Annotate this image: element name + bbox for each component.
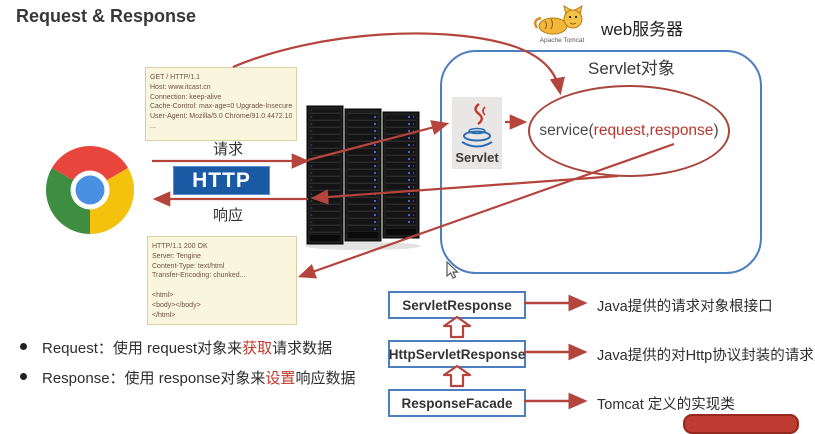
bullet-response-text: Response：使用 response对象来设置响应数据 — [42, 367, 355, 388]
bullet-prefix: Response：使用 response对象来 — [42, 370, 266, 387]
class-desc-httpservletresponse: Java提供的对Http协议封装的请求对象 — [597, 348, 815, 364]
note-line: GET / HTTP/1.1 — [150, 74, 201, 81]
request-label: 请求 — [212, 141, 243, 158]
tomcat-body — [538, 17, 568, 35]
page-title: Request & Response — [16, 6, 197, 26]
bullet-request: Request：使用 request对象来获取请求数据 — [16, 337, 332, 358]
note-line: <body></body> — [152, 301, 201, 309]
bullet-dot — [20, 373, 27, 380]
class-box-servletresponse: ServletResponse — [388, 291, 526, 319]
service-method-ellipse: service(request,response) — [528, 85, 730, 177]
servlet-container-title: Servlet对象 — [588, 59, 675, 78]
note-line: User-Agent: Mozilla/5.0 Chrome/91.0.4472… — [150, 113, 292, 121]
extends-up-arrow-icon — [442, 364, 472, 388]
note-line: Connection: keep-alive — [150, 93, 222, 101]
tomcat-eye — [574, 15, 578, 19]
note-line: Cache-Control: max-age=0 Upgrade-Insecur… — [150, 103, 292, 111]
class-box-responsefacade: ResponseFacade — [388, 389, 526, 417]
bullet-prefix: Request：使用 request对象来 — [42, 340, 243, 357]
bullet-highlight: 获取 — [242, 340, 273, 357]
tomcat-mouth — [569, 22, 577, 25]
class-desc-servletresponse: Java提供的请求对象根接口 — [597, 299, 773, 315]
bottom-red-banner — [683, 414, 799, 434]
tomcat-logo-caption: Apache Tomcat — [540, 37, 585, 44]
extends-up-arrow-icon — [442, 315, 472, 339]
server-rack-image — [305, 105, 421, 250]
bullet-response: Response：使用 response对象来设置响应数据 — [16, 367, 355, 388]
service-call-prefix: service( — [539, 122, 594, 139]
note-line: Transfer-Encoding: chunked... — [152, 272, 246, 280]
service-call-args: request,response — [593, 122, 714, 139]
chrome-red — [51, 146, 129, 190]
bullet-dot — [20, 343, 27, 350]
servlet-java-icon: Servlet — [452, 97, 502, 169]
chrome-blue-center — [75, 175, 105, 205]
web-server-label: web服务器 — [601, 20, 684, 39]
tomcat-tail — [533, 16, 542, 29]
http-protocol-badge: HTTP — [173, 166, 270, 195]
bullet-highlight: 设置 — [265, 370, 296, 387]
tomcat-stripes — [544, 18, 553, 30]
note-line: <html> — [152, 291, 174, 299]
note-line: </html> — [152, 311, 176, 319]
note-line: Content-Type: text/html — [152, 262, 225, 270]
slide-canvas: { "title": "Request & Response", "header… — [16, 5, 815, 434]
apache-tomcat-logo-icon: Apache Tomcat — [533, 5, 585, 44]
rack-tower — [344, 108, 382, 242]
rack-tower — [382, 111, 420, 239]
service-call-suffix: ) — [713, 122, 719, 139]
chrome-browser-icon — [46, 146, 134, 234]
note-line: Server: Tengine — [152, 252, 201, 260]
note-line — [152, 281, 292, 291]
note-line: Host: www.itcast.cn — [150, 83, 211, 91]
servlet-icon-label: Servlet — [455, 150, 499, 165]
tomcat-head — [563, 9, 583, 29]
response-headers-note: HTTP/1.1 200 OK Server: Tengine Content-… — [147, 236, 297, 325]
response-label: 响应 — [212, 207, 243, 224]
bullet-suffix: 请求数据 — [272, 340, 333, 357]
class-box-httpservletresponse: HttpServletResponse — [388, 340, 526, 368]
request-headers-note: GET / HTTP/1.1 Host: www.itcast.cn Conne… — [145, 67, 297, 141]
tomcat-eye — [568, 15, 572, 19]
bullet-suffix: 响应数据 — [295, 370, 356, 387]
java-cup-icon — [461, 103, 493, 148]
note-line: HTTP/1.1 200 OK — [152, 243, 208, 250]
note-line: ... — [150, 122, 156, 130]
bullet-request-text: Request：使用 request对象来获取请求数据 — [42, 337, 332, 358]
rack-tower — [306, 105, 344, 245]
class-desc-responsefacade: Tomcat 定义的实现类 — [597, 397, 735, 413]
